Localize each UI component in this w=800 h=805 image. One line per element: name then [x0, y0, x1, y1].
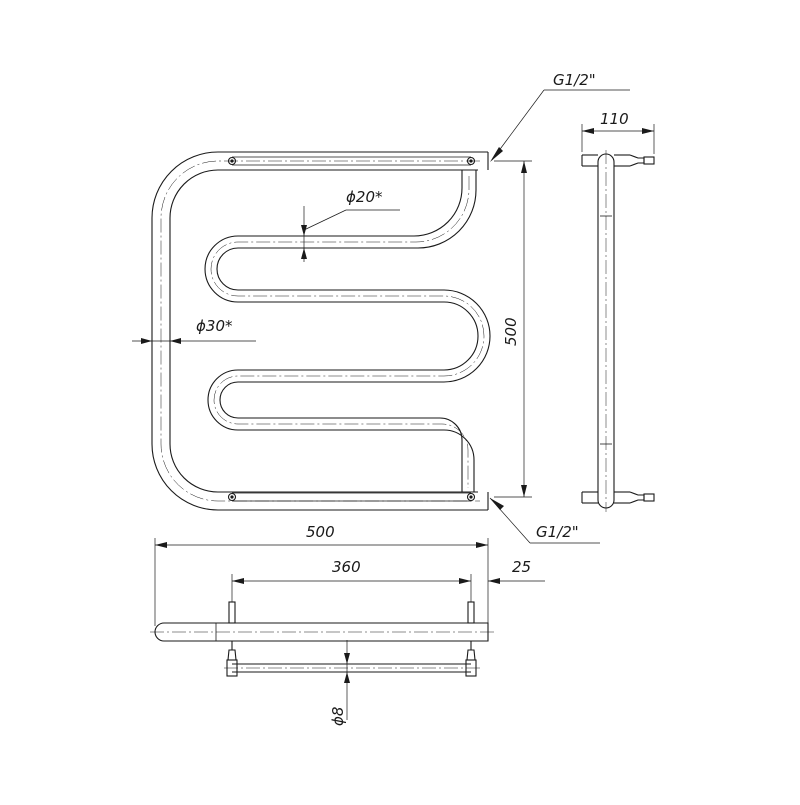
- top-bracket-right: [465, 601, 477, 677]
- rod-diameter-label: ϕ8: [329, 707, 347, 726]
- side-arm-bottom: [581, 491, 655, 504]
- side-pipe: [597, 150, 615, 512]
- thread-top-callout: G1/2": [490, 71, 630, 162]
- depth-label: 110: [600, 110, 629, 128]
- diameter-frame-label: ϕ30*: [196, 317, 233, 335]
- side-view: 110: [581, 110, 655, 512]
- top-bracket-left: [226, 601, 238, 677]
- width-label: 500: [306, 523, 335, 541]
- width-dimension: 500: [154, 523, 489, 626]
- center-distance-label: 360: [332, 558, 361, 576]
- height-label: 500: [502, 317, 520, 346]
- thread-bottom-label: G1/2": [536, 523, 579, 541]
- height-dimension: 500: [494, 160, 532, 498]
- top-view: ϕ8 500 360 25: [150, 523, 545, 726]
- frame-pipe: [151, 151, 489, 511]
- rail-fasteners: [227, 156, 476, 502]
- coil-pipe: [204, 170, 491, 492]
- top-pipe: [150, 622, 494, 642]
- rod-diameter-dimension: ϕ8: [329, 640, 350, 726]
- diameter-coil-dimension: ϕ20*: [301, 188, 400, 262]
- offset-dimension: 25: [488, 558, 545, 584]
- depth-dimension: 110: [581, 110, 655, 154]
- thread-top-label: G1/2": [553, 71, 596, 89]
- center-distance-dimension: 360: [231, 558, 472, 602]
- thread-bottom-callout: G1/2": [489, 497, 600, 544]
- front-view: G1/2" G1/2" ϕ20* ϕ30*: [132, 71, 630, 544]
- diameter-coil-label: ϕ20*: [346, 188, 383, 206]
- side-arm-top: [581, 154, 655, 167]
- diameter-frame-dimension: ϕ30*: [132, 317, 256, 344]
- top-rod: [224, 663, 480, 673]
- offset-label: 25: [512, 558, 531, 576]
